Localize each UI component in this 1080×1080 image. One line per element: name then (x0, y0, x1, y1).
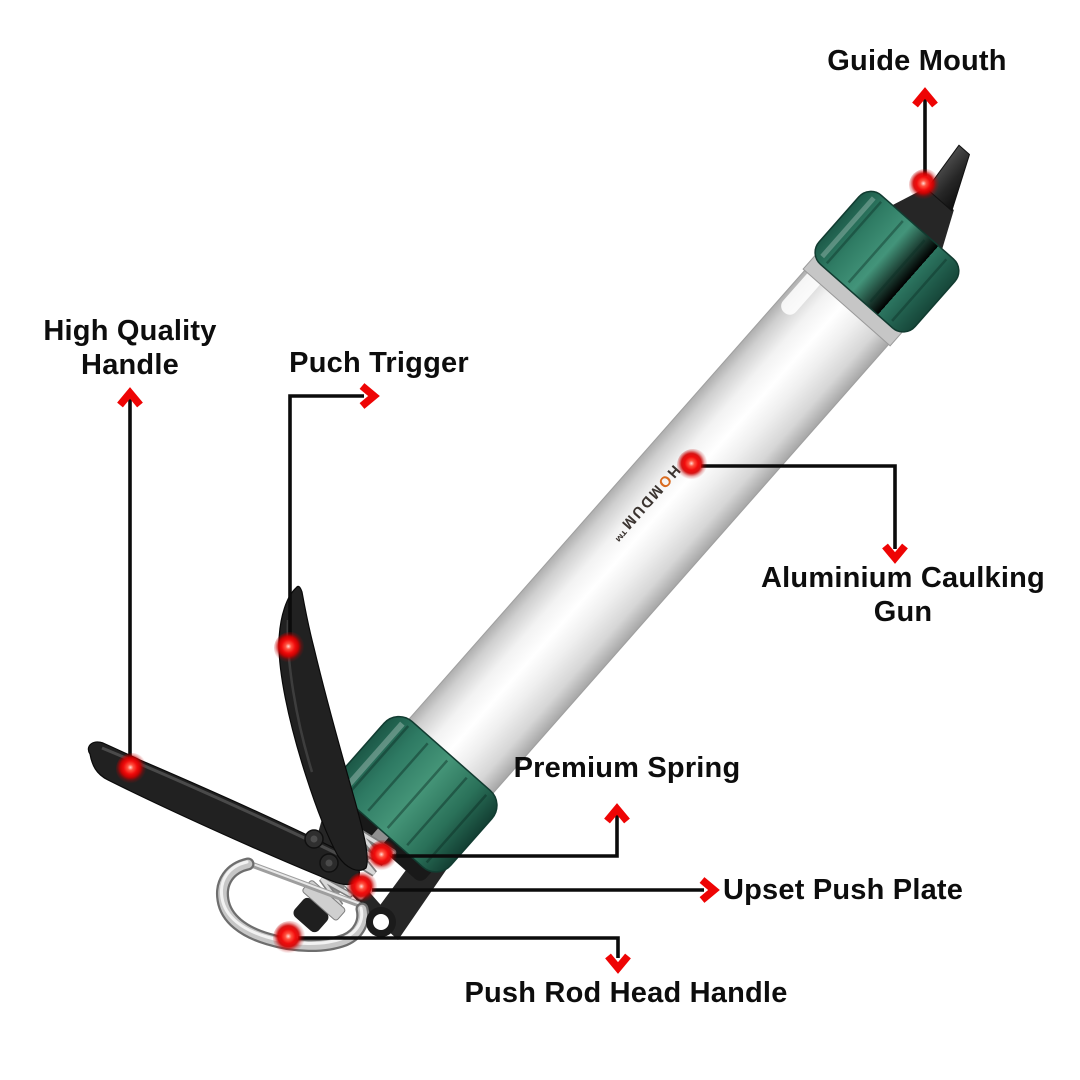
frame-hole (366, 907, 396, 937)
connector-rod-head (298, 936, 620, 958)
rear-collar (337, 715, 498, 873)
label-upset-push-plate: Upset Push Plate (723, 874, 964, 906)
label-puch-trigger: Puch Trigger (289, 347, 469, 379)
label-premium-spring: Premium Spring (513, 752, 741, 784)
arrow-up-handle (117, 387, 143, 408)
dot-gun-body (677, 449, 709, 481)
dot-rod-head (273, 921, 307, 955)
arrow-right-trigger (359, 383, 380, 409)
connector-gun (701, 464, 897, 549)
dot-spring (367, 840, 399, 872)
connector-lines (128, 98, 927, 958)
front-collar (814, 190, 960, 333)
nozzle-base (890, 186, 954, 252)
label-aluminium-caulking-gun: Aluminium Caulking Gun (761, 562, 1045, 628)
label-guide-mouth: Guide Mouth (827, 45, 1007, 77)
arrow-down-rod-head (605, 953, 631, 974)
label-high-quality-handle: High Quality Handle (43, 315, 217, 381)
label-push-rod-head-handle: Push Rod Head Handle (464, 977, 788, 1009)
dot-push-plate (347, 872, 379, 904)
marker-dots (116, 169, 941, 955)
push-rod-head-handle (215, 857, 370, 953)
barrel-assembly: HOMDUM™ (293, 144, 970, 933)
dot-handle (116, 753, 148, 785)
dot-guide-mouth (909, 169, 941, 201)
connector-spring (392, 814, 619, 858)
aluminium-barrel (399, 258, 899, 805)
pivot-rivets (304, 829, 339, 873)
arrow-down-gun (882, 543, 908, 564)
arrow-up-spring (604, 803, 630, 824)
arrow-up-guide-mouth (912, 87, 938, 108)
arrowheads (117, 87, 938, 974)
dot-trigger (274, 632, 306, 664)
connector-trigger (288, 394, 364, 650)
push-rod-end (293, 897, 329, 933)
arrow-right-plate (699, 877, 720, 903)
